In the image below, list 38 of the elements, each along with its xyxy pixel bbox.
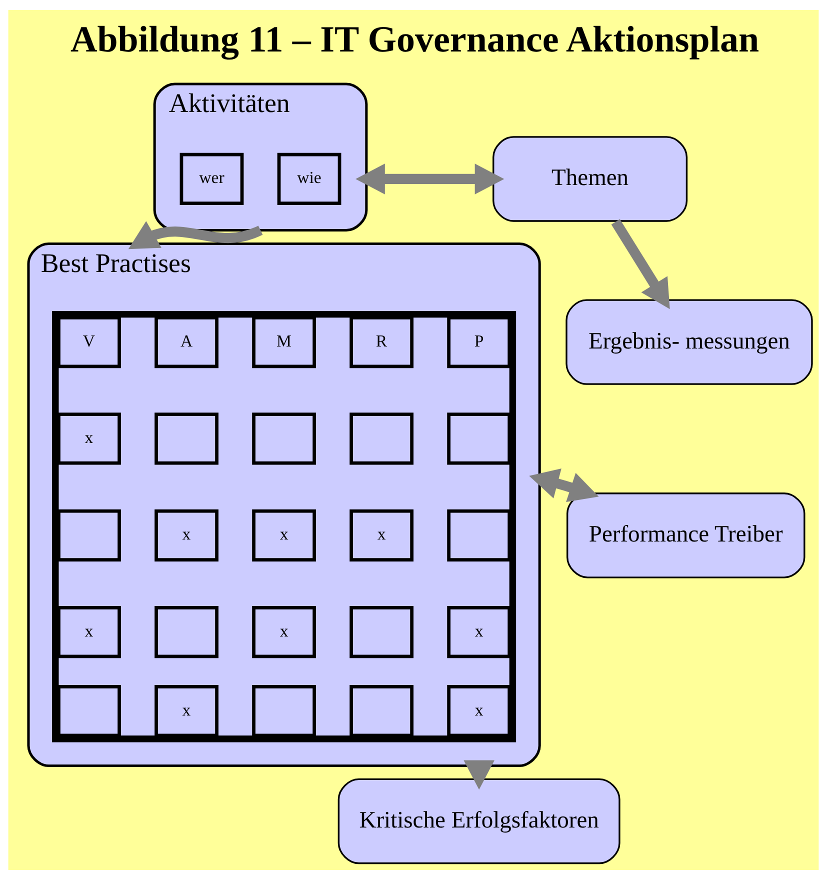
node-box bbox=[350, 684, 414, 737]
node-box: x bbox=[154, 684, 218, 737]
node-box bbox=[350, 606, 414, 658]
arrow bbox=[356, 163, 504, 194]
node-box bbox=[447, 508, 512, 561]
node-box bbox=[154, 606, 218, 658]
node-box bbox=[57, 684, 121, 737]
node-box bbox=[57, 508, 121, 561]
node-box: x bbox=[57, 412, 121, 464]
node-box: wer bbox=[180, 152, 244, 205]
node-box bbox=[154, 412, 218, 464]
node-box: M bbox=[252, 316, 316, 368]
node-box: V bbox=[57, 316, 121, 368]
node-box: x bbox=[447, 684, 512, 737]
node-box: Kritische Erfolgsfaktoren bbox=[338, 778, 620, 864]
node-box: x bbox=[350, 508, 414, 561]
node-box: x bbox=[57, 606, 121, 658]
node-box bbox=[252, 412, 316, 464]
node-box: wie bbox=[277, 152, 342, 205]
arrow bbox=[529, 468, 599, 502]
node-box: P bbox=[447, 316, 512, 368]
arrow bbox=[128, 220, 262, 249]
arrow bbox=[611, 218, 670, 309]
arrow bbox=[464, 760, 494, 790]
node-box: x bbox=[252, 508, 316, 561]
node-box: R bbox=[350, 316, 414, 368]
node-box: x bbox=[154, 508, 218, 561]
node-box: x bbox=[252, 606, 316, 658]
node-box bbox=[447, 412, 512, 464]
cluster bbox=[52, 310, 516, 742]
diagram-title: Abbildung 11 – IT Governance Aktionsplan bbox=[70, 18, 760, 59]
node-box: Ergebnis- messungen bbox=[566, 298, 813, 384]
node-box: Performance Treiber bbox=[566, 492, 806, 578]
node-box: A bbox=[154, 316, 218, 368]
node-box bbox=[252, 684, 316, 737]
node-box: Themen bbox=[492, 136, 688, 222]
node-box: x bbox=[447, 606, 512, 658]
node-box bbox=[350, 412, 414, 464]
